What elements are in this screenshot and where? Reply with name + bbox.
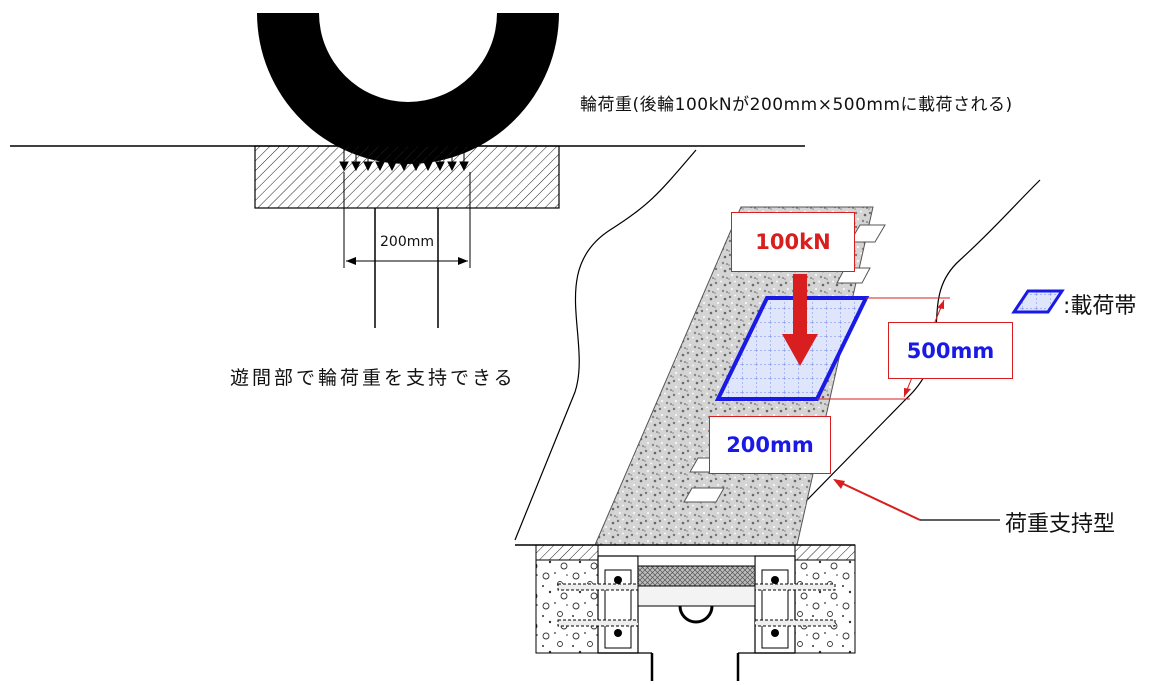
rubber-seal [678,605,714,624]
dim-500-arrow-bottom [904,388,911,397]
center-fill [637,585,756,607]
pavement-right [794,544,856,561]
anchor-bar-left-1 [557,583,639,591]
load-supporting-type-label: 荷重支持型 [1005,512,1116,537]
concrete-left [535,559,599,654]
dim-arrow-right [458,257,468,265]
bolt-left-bottom [614,629,622,637]
concrete-right [794,559,856,654]
load-description: 輪荷重(後輪100kNが200mm×500mmに載荷される) [580,95,1013,115]
force-arrow-head [782,334,818,366]
dim-label-200mm: 200mm [379,234,435,250]
anchor-bar-right-2 [754,619,836,627]
dim-arrow-left [346,257,356,265]
anchor-bar-left-2 [557,619,639,627]
center-mesh [637,565,756,587]
leader-arrow [833,479,845,489]
load-arrows [339,148,469,172]
bolt-right-top [771,576,779,584]
leader-line [834,479,921,521]
joint-block [254,145,560,209]
force-arrow-shaft [793,274,807,334]
legend-load-band-label: :載荷帯 [1063,294,1137,319]
force-label-box: 100kN [731,212,855,272]
bolt-left-top [614,576,622,584]
road-edge-left [514,149,697,541]
pavement-left [535,544,599,561]
bolt-right-bottom [771,629,779,637]
width-label-box: 200mm [709,416,831,474]
legend-swatch [1011,289,1065,314]
anchor-bar-right-1 [754,583,836,591]
tire [257,13,559,164]
dim-500-arrow-top [937,300,944,309]
length-label-box: 500mm [888,322,1013,379]
center-plate [637,555,756,567]
support-description: 遊間部で輪荷重を支持できる [230,367,516,389]
wheel-load-diagram [10,13,805,328]
